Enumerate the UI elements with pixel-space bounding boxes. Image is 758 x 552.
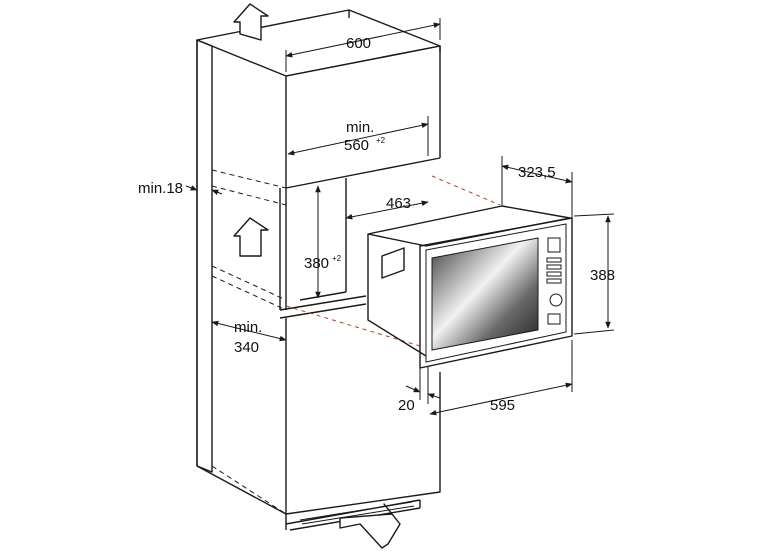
cabinet (196, 9, 441, 531)
microwave-button (546, 257, 562, 263)
dim-line-lower-min (211, 320, 287, 342)
microwave-button (546, 264, 562, 270)
dim-line-appliance-width (429, 382, 573, 416)
microwave-control-panel (546, 237, 563, 325)
label-opening-height-tolerance: +2 (332, 254, 342, 263)
airflow-up-arrow-icon (233, 217, 269, 257)
microwave-door-button (547, 313, 561, 325)
hidden-appliance-edge-top (431, 175, 501, 206)
label-side-thickness: min.18 (138, 180, 183, 197)
cabinet-bottom-edge (196, 465, 287, 515)
hidden-shelf-lower (211, 265, 287, 311)
microwave-front-frame (419, 217, 573, 369)
label-opening-depth: 463 (386, 195, 411, 212)
label-lower-min: 340 (234, 339, 259, 356)
microwave-display (547, 237, 561, 253)
label-min-width: 560 (344, 137, 369, 154)
dim-ext (573, 213, 615, 217)
dim-ext (573, 329, 615, 335)
label-min-width-prefix: min. (346, 119, 374, 136)
opening-inner (299, 178, 347, 301)
plinth-grille (299, 501, 415, 525)
microwave-knob-icon (549, 293, 563, 307)
microwave-side-vent (381, 247, 405, 279)
microwave-body-side (367, 205, 571, 247)
label-min-width-tolerance: +2 (376, 136, 386, 145)
label-lower-min-prefix: min. (234, 319, 262, 336)
plinth-vent (285, 499, 421, 531)
hidden-lower-side (211, 465, 287, 515)
dim-line-appliance-depth (501, 164, 573, 184)
dim-line-side (211, 189, 223, 195)
label-front-offset: 20 (398, 397, 415, 414)
hidden-shelf-upper (211, 169, 287, 206)
cabinet-upper-front (285, 45, 441, 188)
opening-frame (279, 157, 441, 310)
dim-line-front-offset (427, 393, 441, 399)
microwave-button (546, 271, 562, 277)
lower-shelf (279, 295, 367, 319)
label-appliance-depth: 323,5 (518, 164, 556, 181)
cabinet-top-panel (196, 9, 441, 77)
microwave-front-inner (425, 223, 567, 363)
dim-line-top-width (285, 22, 441, 58)
dim-line-front-offset (405, 385, 421, 393)
label-opening-height: 380 (304, 255, 329, 272)
cabinet-left-panel (196, 39, 213, 473)
microwave (367, 205, 573, 369)
dim-line-opening-depth (345, 200, 429, 220)
microwave-body-left (367, 234, 427, 357)
dim-line-min-width (287, 122, 429, 156)
microwave-button (546, 278, 562, 284)
microwave-window (431, 237, 539, 351)
airflow-in-arrow-icon (339, 503, 401, 549)
dim-line-side (185, 185, 198, 191)
cabinet-lower-front (285, 318, 441, 515)
label-appliance-width: 595 (490, 397, 515, 414)
airflow-up-arrow-icon (233, 3, 269, 41)
label-appliance-height: 388 (590, 267, 615, 284)
label-top-width: 600 (346, 35, 371, 52)
